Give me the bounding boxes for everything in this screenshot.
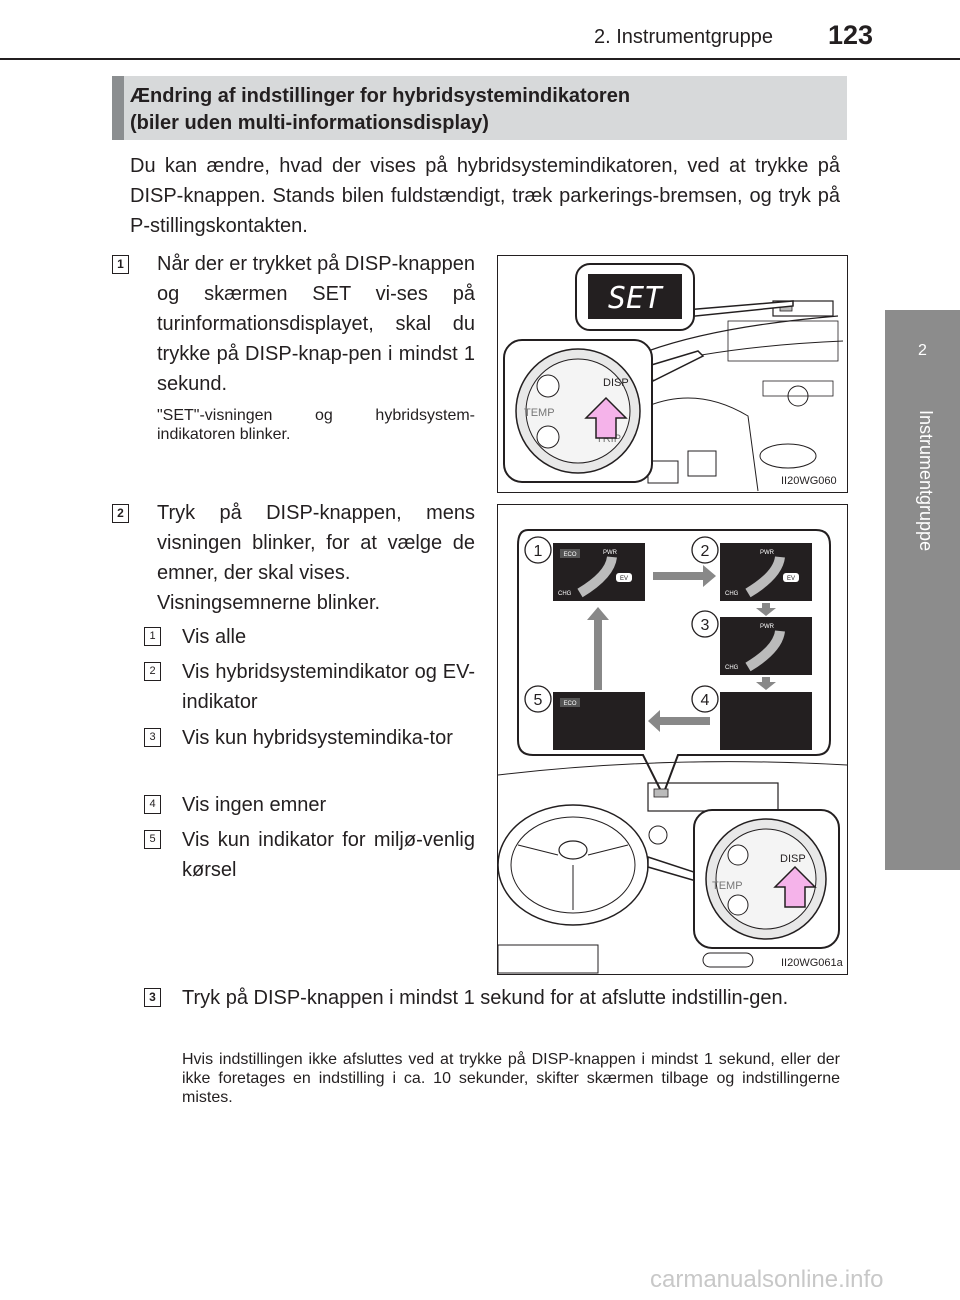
figure-set-display: SET DISP TEMP TRIP II20WG060 xyxy=(497,255,848,493)
p1-pwr: PWR xyxy=(603,550,618,556)
chapter-number: 2 xyxy=(918,342,927,359)
step-2-text2: Visningsemnerne blinker. xyxy=(157,592,381,614)
footer-watermark: carmanualsonline.info xyxy=(650,1266,884,1293)
option-2-label: Vis hybridsystemindikator og EV-indikato… xyxy=(182,661,475,713)
disp-label: DISP xyxy=(603,377,629,389)
intro-paragraph: Du kan ændre, hvad der vises på hybridsy… xyxy=(130,155,840,237)
option-3-label: Vis kun hybridsystemindika-tor xyxy=(182,727,453,749)
fig2-num-2: 2 xyxy=(701,543,710,560)
page-number: 123 xyxy=(828,20,874,50)
option-number-5: 5 xyxy=(144,830,161,849)
step-3-text: Tryk på DISP-knappen i mindst 1 sekund f… xyxy=(182,987,789,1009)
step-2-text: Tryk på DISP-knappen, mens visningen bli… xyxy=(157,502,475,584)
figure-display-cycle: ECO PWR CHG EV PWR CHG EV PWR CHG ECO 1 … xyxy=(497,504,848,975)
fig2-num-3: 3 xyxy=(701,617,710,634)
fig2-num-1: 1 xyxy=(534,543,543,560)
set-display-text: SET xyxy=(608,281,664,316)
p2-ev: EV xyxy=(787,576,795,582)
figure-1-code: II20WG060 xyxy=(781,475,837,487)
p3-pwr: PWR xyxy=(760,624,775,630)
fig2-num-5: 5 xyxy=(534,692,543,709)
p5-eco: ECO xyxy=(563,701,576,707)
chapter-label: Instrumentgruppe xyxy=(916,410,936,552)
section-title: Ændring af indstillinger for hybridsyste… xyxy=(130,83,630,137)
p1-chg: CHG xyxy=(558,591,572,597)
header-section-title: 2. Instrumentgruppe xyxy=(594,26,773,48)
p2-chg: CHG xyxy=(725,591,739,597)
section-title-box xyxy=(112,76,847,140)
p3-chg: CHG xyxy=(725,665,739,671)
option-5-label: Vis kun indikator for miljø-venlig kørse… xyxy=(182,829,475,881)
section-title-bar xyxy=(112,76,124,140)
option-4-label: Vis ingen emner xyxy=(182,794,327,816)
section-title-line2: (biler uden multi-informationsdisplay) xyxy=(130,112,489,134)
step-1-note: "SET"-visningen og hybridsystem-indikato… xyxy=(157,407,475,443)
p1-ev: EV xyxy=(620,576,628,582)
p2-pwr: PWR xyxy=(760,550,775,556)
step-number-2: 2 xyxy=(112,504,129,523)
option-number-3: 3 xyxy=(144,728,161,747)
option-number-4: 4 xyxy=(144,795,161,814)
figure-2-code: II20WG061a xyxy=(781,957,843,969)
step-1-text: Når der er trykket på DISP-knappen og sk… xyxy=(157,253,475,395)
option-number-1: 1 xyxy=(144,627,161,646)
fig2-press-arrow-icon xyxy=(773,865,817,908)
header-rule xyxy=(0,58,960,60)
section-title-line1: Ændring af indstillinger for hybridsyste… xyxy=(130,85,631,107)
step-number-1: 1 xyxy=(112,255,129,274)
figure-2-illustration: ECO PWR CHG EV PWR CHG EV PWR CHG ECO 1 … xyxy=(497,529,848,974)
chapter-side-tab xyxy=(885,310,960,870)
fig2-disp-label: DISP xyxy=(780,853,806,865)
press-arrow-icon xyxy=(584,396,628,439)
option-number-2: 2 xyxy=(144,662,161,681)
step-number-3: 3 xyxy=(144,988,161,1007)
option-1-label: Vis alle xyxy=(182,626,247,648)
figure-1-illustration: SET DISP TEMP TRIP xyxy=(503,263,844,492)
step-3-note: Hvis indstillingen ikke afsluttes ved at… xyxy=(182,1051,840,1106)
p1-eco: ECO xyxy=(563,552,576,558)
fig2-num-4: 4 xyxy=(701,692,710,709)
fig2-temp-label: TEMP xyxy=(712,880,743,892)
temp-label: TEMP xyxy=(524,407,555,419)
